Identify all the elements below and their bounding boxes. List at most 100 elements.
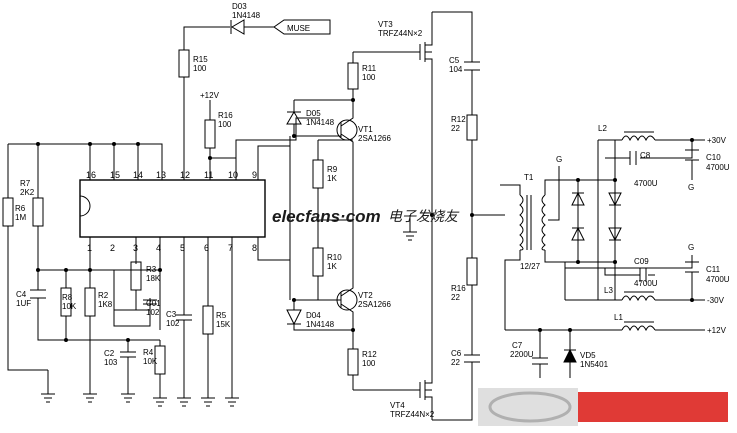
ic-pin-2: 2 [110,243,115,253]
r7-label: R7 [20,179,31,188]
l1-inductor [621,325,656,332]
r3-resistor [130,261,142,291]
r16b-value: 22 [451,293,460,302]
r2-value: 1K8 [98,300,113,309]
g-label-mid: G [688,243,694,252]
r12b-resistor [466,114,478,141]
ic-pin-15: 15 [110,170,120,180]
c10-label: C10 [706,153,721,162]
c5-label: C5 [449,56,460,65]
m30-label: -30V [707,296,725,305]
r4-label: R4 [143,348,154,357]
c11-label: C11 [706,265,721,274]
c09-value: 4700U [634,279,658,288]
g-label-top: G [688,183,694,192]
r8-label: R8 [62,293,73,302]
r4-value: 10K [143,357,158,366]
d05-value: 1N4148 [306,118,335,127]
vt1-transistor [336,119,358,141]
t1-secondary [541,179,565,263]
r16-resistor [204,119,216,149]
l2-label: L2 [598,124,607,133]
r11-value: 100 [362,73,376,82]
r5-value: 15K [216,320,231,329]
l2-inductor [621,135,656,142]
ic-body [79,179,266,238]
r16b-resistor [466,257,478,286]
r9-value: 1K [327,174,337,183]
r12a-resistor [347,348,359,376]
vt2-label: VT2 [358,291,373,300]
vt4-mosfet [419,368,433,420]
r10-label: R10 [327,253,342,262]
r5-resistor [202,305,214,335]
c7-label: C7 [512,341,523,350]
d03-label: D03 [232,2,247,11]
p12-label: +12V [707,326,727,335]
d05-diode [286,111,302,125]
ic-notch [79,195,91,217]
watermark-cn: 电子发烧友 [388,209,460,225]
vd5-diode [563,348,577,363]
r4-resistor [154,345,166,375]
ic-pin-12: 12 [180,170,190,180]
c3-label: C3 [166,310,177,319]
vt3-mosfet [419,12,433,75]
c4-label: C4 [16,290,27,299]
r2-resistor [84,287,96,317]
ic-pin-5: 5 [180,243,185,253]
d04-diode [286,309,302,326]
r16-label: R16 [218,111,233,120]
r7-value: 2K2 [20,188,35,197]
muse-input-tag [273,19,331,35]
bridge-diode-1 [571,191,585,206]
r8-resistor [60,287,72,317]
c3-value: 102 [166,319,180,328]
c8-value: 4700U [634,179,658,188]
c7-value: 2200U [510,350,534,359]
d04-value: 1N4148 [306,320,335,329]
ic-pin-6: 6 [204,243,209,253]
r12b-label: R12 [451,115,466,124]
watermark-brand: elecfans·com [272,207,381,226]
r3-value: 18K [146,274,161,283]
c6-value: 22 [451,358,460,367]
vd5-label: VD5 [580,351,596,360]
ic-pin-4: 4 [156,243,161,253]
r6-label: R6 [15,204,26,213]
g-label-t1: G [556,155,562,164]
r2-label: R2 [98,291,109,300]
t1-ratio: 12/27 [520,262,541,271]
r11-label: R11 [362,64,377,73]
r16-value: 100 [218,120,232,129]
d05-label: D05 [306,109,321,118]
vt3-label: VT3 [378,20,393,29]
r3-label: R3 [146,265,157,274]
bridge-diode-2 [571,226,585,241]
r15-resistor [178,49,190,78]
r7-resistor [32,197,44,227]
d03-value: 1N4148 [232,11,261,20]
r11-resistor [347,62,359,90]
corner-logo-banner [478,388,728,426]
t1-primary [500,184,524,330]
r12a-value: 100 [362,359,376,368]
c01-label: C01 [146,299,161,308]
p30-label: +30V [707,136,727,145]
ic-pin-16: 16 [86,170,96,180]
vt2-value: 2SA1266 [358,300,391,309]
c5-value: 104 [449,65,463,74]
ground-symbols [41,370,239,407]
t1-label: T1 [524,173,534,182]
r8-value: 10K [62,302,77,311]
l1-label: L1 [614,313,623,322]
d03-diode [231,19,245,35]
r6-value: 1M [15,213,26,222]
muse-label: MUSE [287,24,310,33]
c09-label: C09 [634,257,649,266]
r9-label: R9 [327,165,338,174]
r15-value: 100 [193,64,207,73]
ic-pin-13: 13 [156,170,166,180]
ic-pin-7: 7 [228,243,233,253]
